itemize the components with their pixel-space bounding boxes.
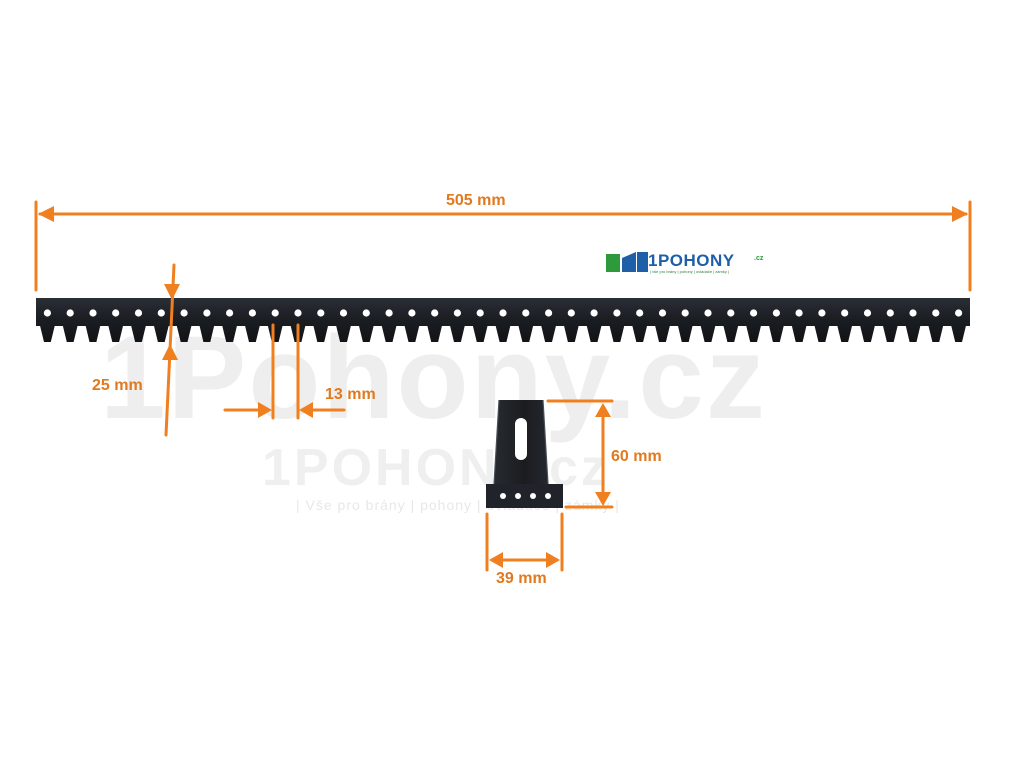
dimension-label-total-length: 505 mm bbox=[446, 192, 506, 209]
rack-hole bbox=[66, 309, 74, 317]
rack-hole bbox=[886, 309, 894, 317]
rack-hole bbox=[750, 309, 758, 317]
dim-13-arrow-right bbox=[299, 402, 313, 418]
rack-hole bbox=[613, 309, 621, 317]
gear-rack-body bbox=[36, 298, 970, 342]
rack-hole bbox=[89, 309, 97, 317]
rack-hole bbox=[180, 309, 188, 317]
rack-hole bbox=[294, 309, 302, 317]
rack-hole bbox=[317, 309, 325, 317]
bracket-edge-highlight bbox=[493, 399, 549, 485]
bracket-hole bbox=[545, 493, 551, 499]
rack-hole bbox=[932, 309, 940, 317]
rack-hole bbox=[818, 309, 826, 317]
logo-suffix: .cz bbox=[754, 255, 764, 262]
rack-hole bbox=[909, 309, 917, 317]
dim-60-arrow-bottom bbox=[595, 492, 611, 506]
rack-hole bbox=[385, 309, 393, 317]
rack-hole bbox=[658, 309, 667, 317]
dim-60-arrow-top bbox=[595, 403, 611, 417]
rack-hole bbox=[157, 309, 165, 317]
rack-hole bbox=[248, 309, 256, 317]
dim-505-arrow-right bbox=[952, 206, 968, 222]
logo-tagline: | vše pro brány | pohony | ovladače | zá… bbox=[650, 269, 730, 274]
rack-hole bbox=[545, 309, 553, 317]
rack-hole bbox=[567, 309, 575, 317]
rack-hole bbox=[43, 309, 52, 317]
bracket-slot bbox=[515, 418, 527, 460]
rack-hole bbox=[408, 309, 416, 317]
rack-hole bbox=[203, 309, 211, 317]
rack-hole bbox=[681, 309, 689, 317]
rack-hole bbox=[522, 309, 530, 317]
logo-mark-icon bbox=[606, 252, 648, 272]
rack-hole bbox=[453, 309, 461, 317]
dimension-label-bracket-width: 39 mm bbox=[496, 570, 547, 587]
dim-25-arrow-bottom bbox=[162, 344, 178, 360]
rack-hole bbox=[841, 309, 849, 317]
gear-rack bbox=[36, 298, 970, 342]
rack-hole bbox=[431, 309, 439, 317]
rack-hole bbox=[704, 309, 712, 317]
bracket-hole bbox=[530, 493, 536, 499]
rack-hole bbox=[590, 309, 598, 317]
rack-hole bbox=[863, 309, 872, 317]
dimension-label-bracket-height: 60 mm bbox=[611, 448, 662, 465]
dim-25-arrow-top bbox=[164, 284, 180, 300]
dim-39-arrow-right bbox=[546, 552, 560, 568]
bracket-hole bbox=[515, 493, 521, 499]
rack-hole bbox=[362, 309, 370, 317]
rack-hole bbox=[112, 309, 120, 317]
rack-hole bbox=[955, 309, 963, 317]
rack-hole bbox=[636, 309, 644, 317]
dim-505-arrow-left bbox=[38, 206, 54, 222]
rack-hole bbox=[476, 309, 484, 317]
rack-hole bbox=[772, 309, 781, 317]
dim-13-arrow-left bbox=[258, 402, 272, 418]
rack-hole bbox=[727, 309, 735, 317]
rack-hole bbox=[134, 309, 143, 317]
bracket-hole bbox=[500, 493, 506, 499]
rack-hole bbox=[499, 309, 507, 317]
dimension-label-tooth-pitch: 13 mm bbox=[325, 386, 376, 403]
rack-hole bbox=[795, 309, 803, 317]
rack-hole bbox=[271, 309, 279, 317]
dimension-lines bbox=[34, 200, 972, 572]
gear-rack-holes bbox=[43, 309, 963, 317]
rack-hole bbox=[339, 309, 348, 317]
mounting-bracket bbox=[486, 399, 563, 508]
bracket-base bbox=[486, 484, 563, 508]
rack-hole bbox=[226, 309, 234, 317]
logo-name: 1POHONY bbox=[648, 251, 735, 270]
dim-39-arrow-left bbox=[489, 552, 503, 568]
dimension-label-height: 25 mm bbox=[92, 377, 143, 394]
